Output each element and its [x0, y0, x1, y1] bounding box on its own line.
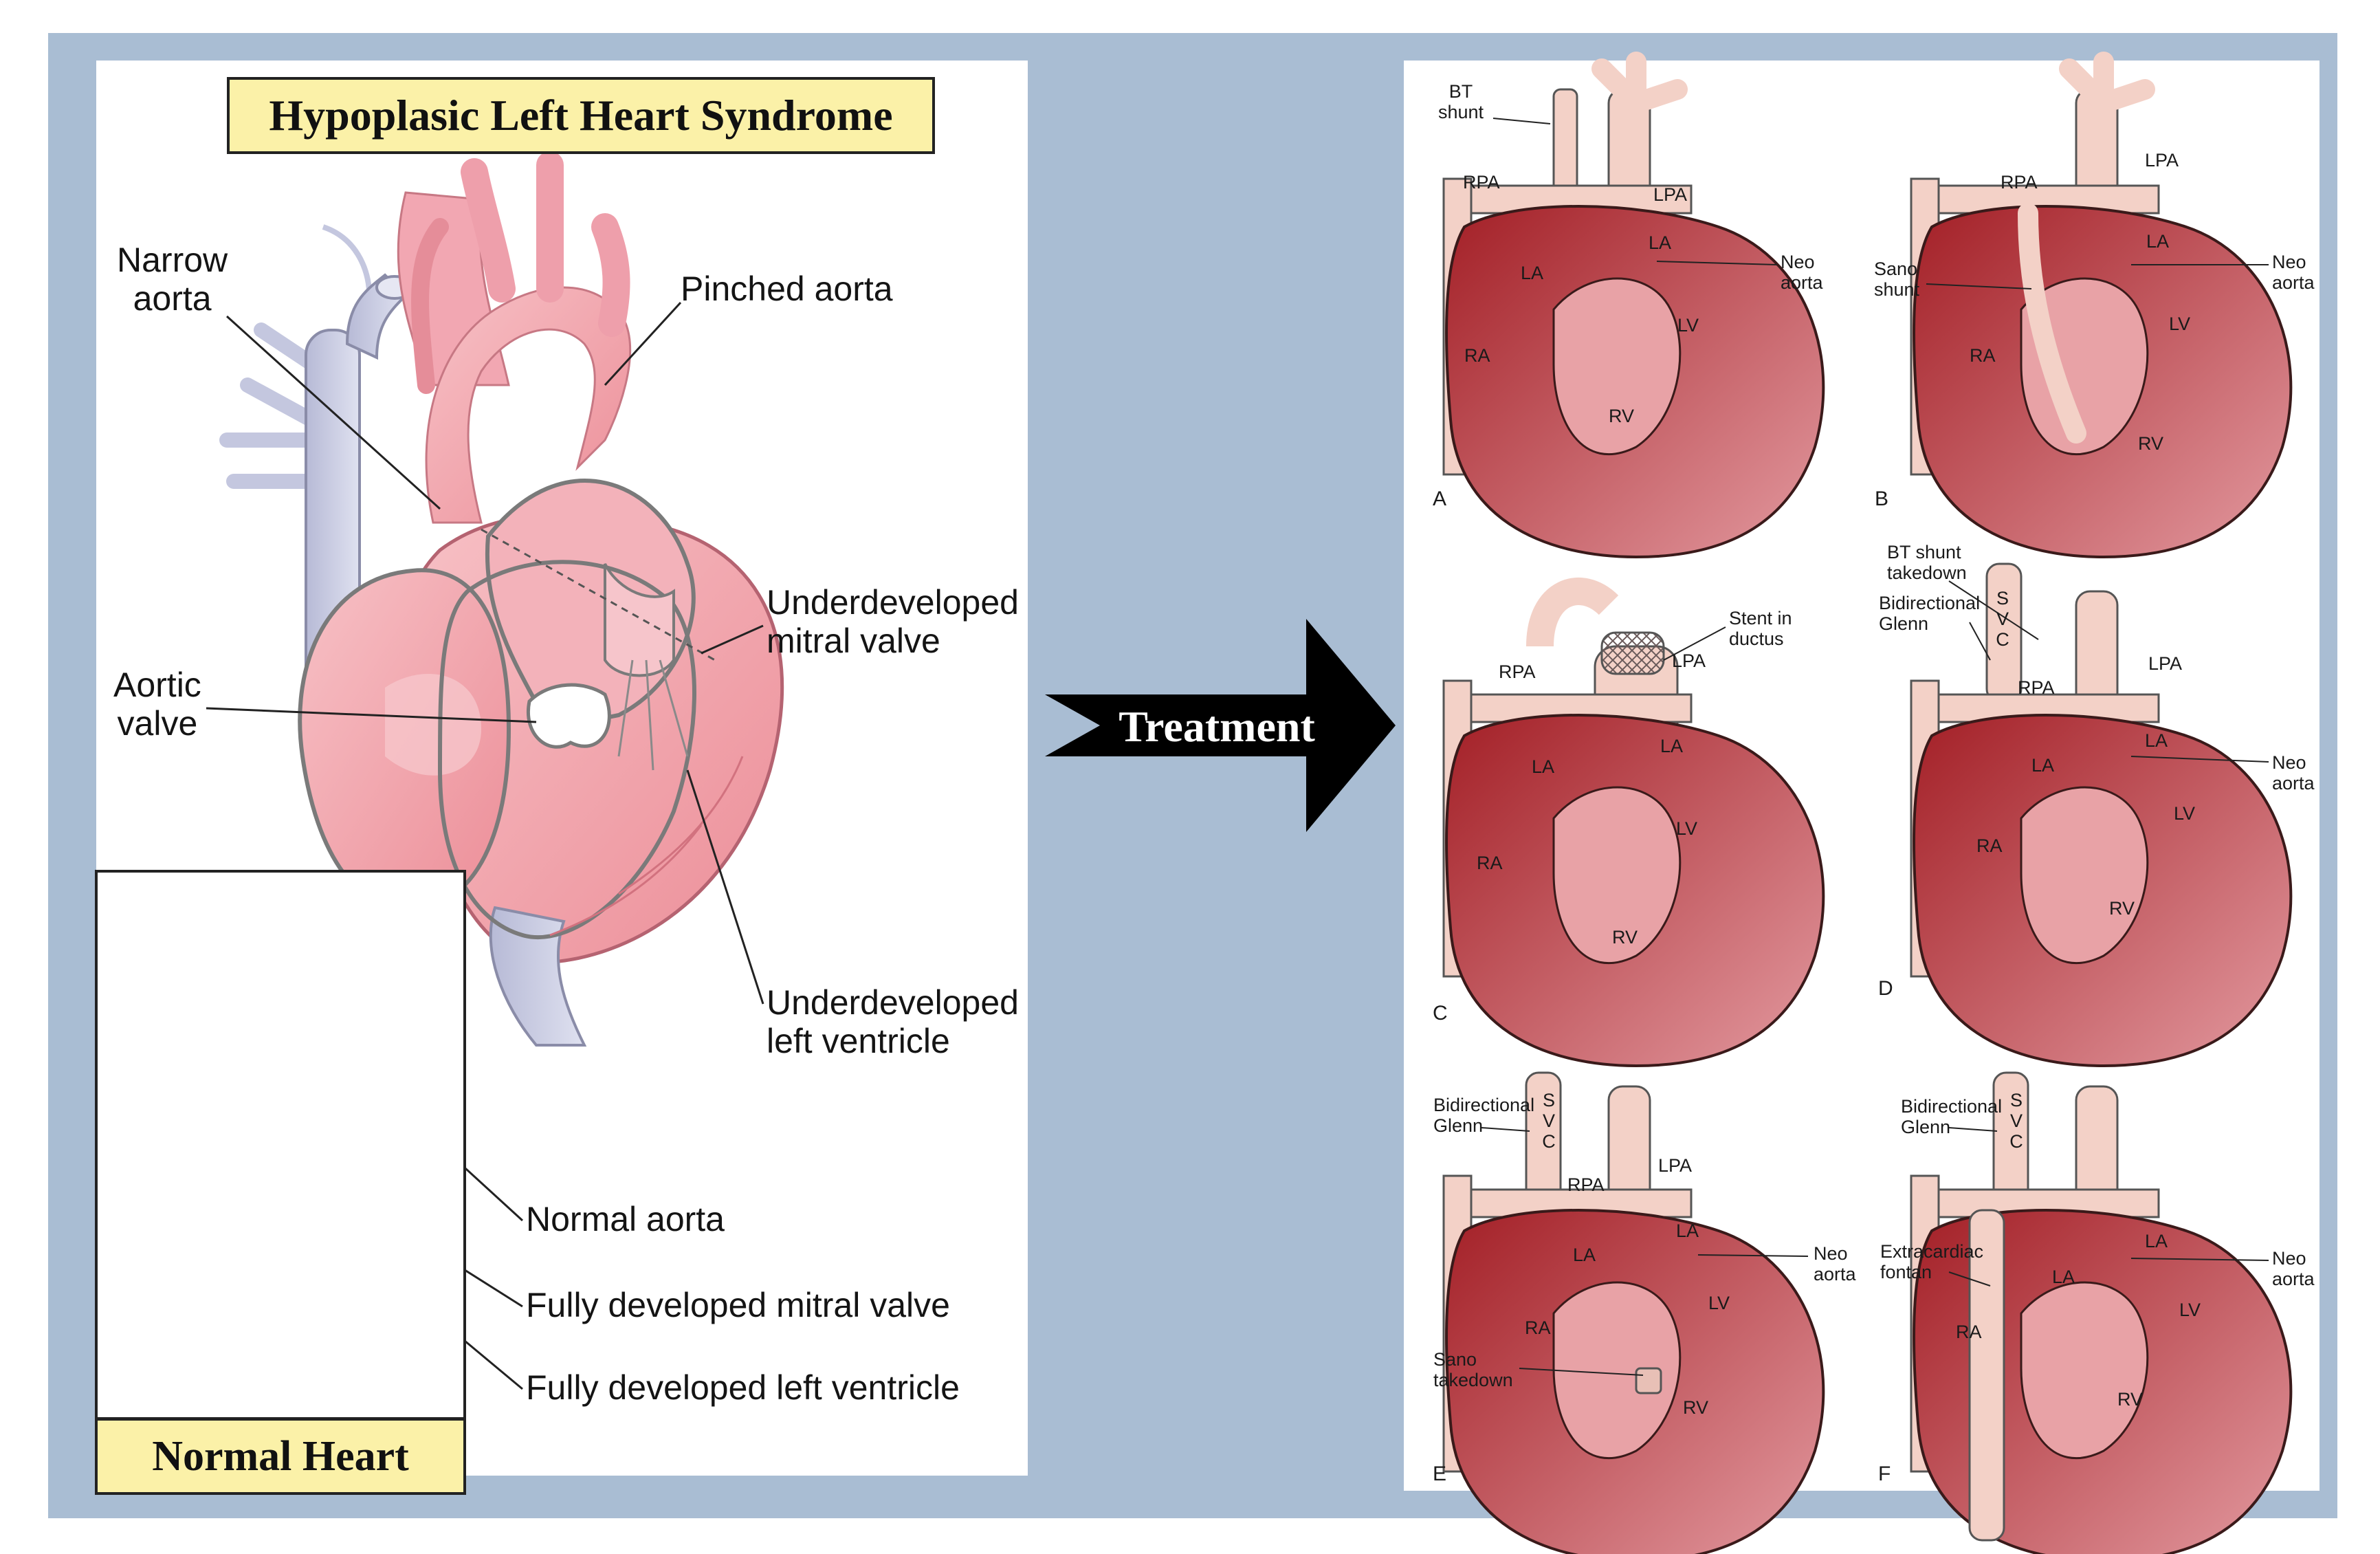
- panel-c-stent-in-ductus: Stent in ductus: [1729, 608, 1792, 649]
- panel-a-heart: [1442, 52, 1825, 559]
- panel-a-lpa: LPA: [1653, 184, 1688, 205]
- panel-e-svc: S V C: [1542, 1090, 1556, 1152]
- panel-a-bt-shunt: BT shunt: [1438, 81, 1484, 122]
- panel-a-letter: A: [1433, 488, 1447, 510]
- panel-e-ra: RA: [1525, 1317, 1551, 1338]
- panel-c-rv: RV: [1612, 927, 1638, 948]
- leader-lines-main: [206, 301, 764, 1005]
- panel-d-bidirectional-glenn: Bidirectional Glenn: [1879, 593, 1981, 634]
- panel-f-heart: [1910, 1071, 2293, 1554]
- panel-d-letter: D: [1878, 977, 1893, 1000]
- aortic-valve: [527, 683, 611, 749]
- panel-d-rpa: RPA: [2018, 677, 2055, 698]
- panel-a-la-upper: LA: [1649, 232, 1672, 253]
- panel-e-rv: RV: [1683, 1397, 1709, 1418]
- panel-b-lpa: LPA: [2145, 150, 2179, 171]
- panel-d-la: LA: [2031, 755, 2055, 776]
- label-aortic-valve: Aortic valve: [113, 666, 201, 743]
- panel-d-ra: RA: [1976, 835, 2003, 856]
- panel-f-svc: S V C: [2009, 1090, 2023, 1152]
- panel-c-lpa: LPA: [1672, 650, 1706, 671]
- panel-e-rpa: RPA: [1567, 1174, 1605, 1195]
- panel-d-svc: S V C: [1996, 588, 2009, 650]
- label-underdeveloped-mitral-valve: Underdeveloped mitral valve: [767, 583, 1019, 660]
- panel-a-rpa: RPA: [1463, 172, 1500, 193]
- treatment-arrow: [1045, 619, 1396, 832]
- panel-b-rpa: RPA: [2001, 172, 2038, 193]
- hlhs-heart: [219, 151, 784, 1047]
- panel-b-ra: RA: [1970, 345, 1996, 366]
- label-narrow-aorta: Narrow aorta: [117, 241, 228, 318]
- title-box: Hypoplasic Left Heart Syndrome: [227, 77, 935, 154]
- panel-b-neo-aorta: Neo aorta: [2272, 252, 2315, 293]
- panel-c-la-right: LA: [1660, 736, 1684, 756]
- panel-d-la-right: LA: [2145, 730, 2168, 751]
- pinched-aorta-arch: [425, 286, 632, 524]
- panel-d-rv: RV: [2109, 898, 2135, 919]
- panel-c-heart: [1442, 578, 1825, 1068]
- panel-f-rv: RV: [2117, 1389, 2144, 1410]
- panel-d-lv: LV: [2174, 803, 2196, 824]
- panel-e-la: LA: [1573, 1245, 1596, 1265]
- panel-b-rv: RV: [2138, 433, 2164, 454]
- panel-a-neo-aorta: Neo aorta: [1781, 252, 1823, 293]
- inferior-vena-cava: [489, 906, 587, 1047]
- panel-b-letter: B: [1875, 488, 1889, 510]
- panel-e-letter: E: [1433, 1463, 1447, 1485]
- panel-e-heart: [1442, 1071, 1825, 1554]
- panel-c-la: LA: [1532, 756, 1555, 777]
- panel-b-sano-shunt: Sano shunt: [1874, 259, 1920, 300]
- panel-e-sano-takedown: Sano takedown: [1433, 1349, 1513, 1390]
- panel-c-lv: LV: [1676, 818, 1698, 839]
- panel-e-la-right: LA: [1676, 1221, 1699, 1241]
- panel-a-ra: RA: [1464, 345, 1490, 366]
- label-underdeveloped-left-ventricle: Underdeveloped left ventricle: [767, 983, 1019, 1060]
- panel-e-bidirectional-glenn: Bidirectional Glenn: [1433, 1095, 1535, 1136]
- normal-heart-frame: [95, 870, 466, 1420]
- panel-b-lv: LV: [2169, 314, 2191, 334]
- treatment-panels: [1442, 52, 2293, 1554]
- normal-heart-title: Normal Heart: [95, 1418, 466, 1495]
- treatment-label: Treatment: [1119, 702, 1315, 751]
- panel-e-lpa: LPA: [1658, 1155, 1693, 1176]
- leader-lines-panels: [1481, 118, 2269, 1376]
- panel-f-la-right: LA: [2145, 1231, 2168, 1251]
- panel-f-lv: LV: [2179, 1300, 2201, 1320]
- panel-d-bt-shunt-takedown: BT shunt takedown: [1887, 542, 1967, 583]
- panel-c-ra: RA: [1477, 853, 1503, 873]
- label-fully-developed-left-ventricle: Fully developed left ventricle: [526, 1368, 960, 1407]
- panel-e-lv: LV: [1708, 1293, 1730, 1313]
- panel-f-letter: F: [1878, 1463, 1891, 1485]
- label-pinched-aorta: Pinched aorta: [681, 270, 893, 308]
- panel-c-letter: C: [1433, 1002, 1448, 1025]
- panel-d-heart: [1910, 562, 2293, 1068]
- panel-f-ra: RA: [1956, 1322, 1982, 1342]
- panel-a-la: LA: [1521, 263, 1544, 283]
- panel-d-lpa: LPA: [2148, 653, 2183, 674]
- panel-b-heart: [1910, 52, 2293, 559]
- panel-c-rpa: RPA: [1499, 661, 1536, 682]
- panel-b-la: LA: [2146, 231, 2170, 252]
- panel-f-extracardiac-fontan: Extracardiac fontan: [1880, 1241, 1984, 1282]
- panel-d-neo-aorta: Neo aorta: [2272, 752, 2315, 794]
- panel-f-la: LA: [2052, 1267, 2075, 1287]
- panel-a-rv: RV: [1609, 406, 1635, 426]
- panel-f-bidirectional-glenn: Bidirectional Glenn: [1901, 1096, 2003, 1137]
- panel-a-lv: LV: [1677, 315, 1699, 336]
- mitral-valve: [604, 563, 675, 677]
- panel-f-neo-aorta: Neo aorta: [2272, 1248, 2315, 1289]
- ductus-stent: [1600, 631, 1665, 675]
- panel-e-neo-aorta: Neo aorta: [1814, 1243, 1856, 1284]
- extracardiac-conduit: [1968, 1209, 2005, 1542]
- label-normal-aorta: Normal aorta: [526, 1200, 725, 1238]
- label-fully-developed-mitral-valve: Fully developed mitral valve: [526, 1286, 950, 1324]
